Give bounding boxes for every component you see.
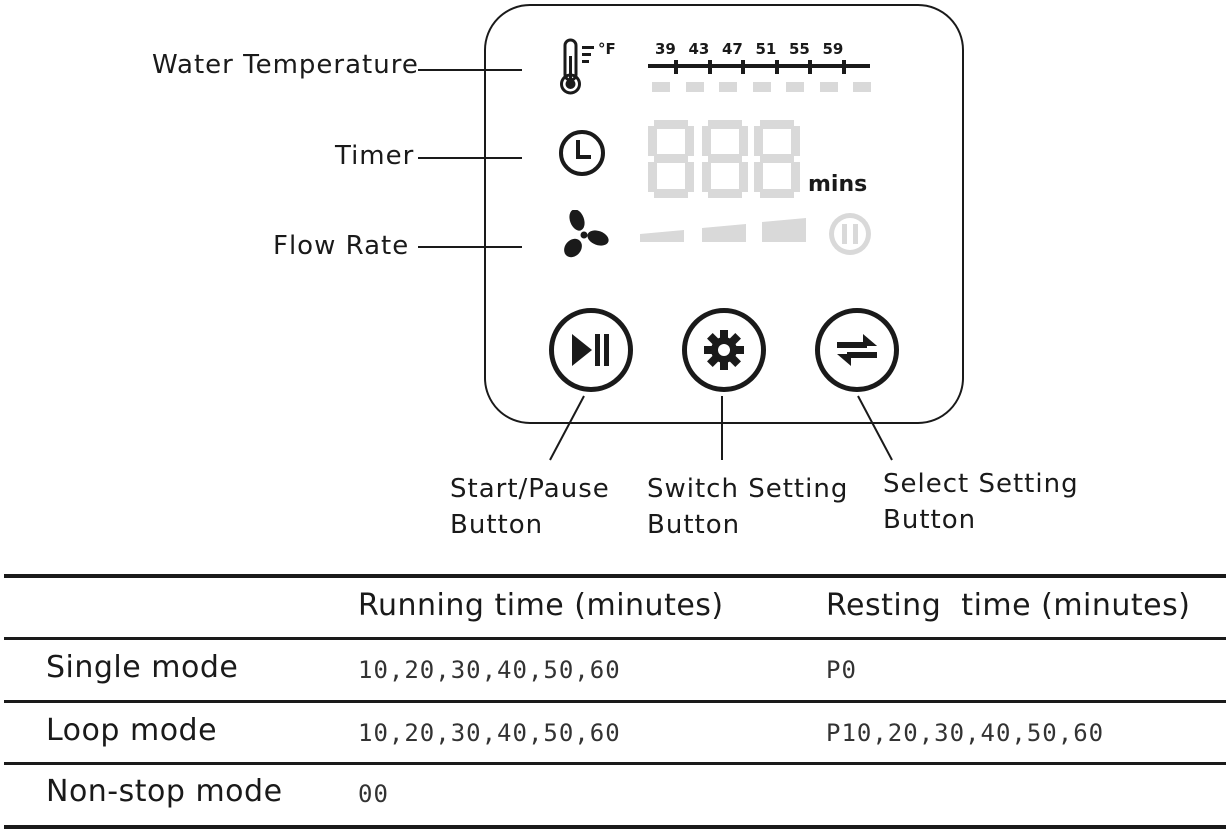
fan-icon	[564, 210, 609, 258]
temp-scale-label: 43	[688, 40, 710, 58]
table-row-rule-2	[4, 762, 1226, 765]
timer-unit: mins	[808, 172, 868, 197]
table-row-rule-1	[4, 700, 1226, 703]
table-header-rule	[4, 637, 1226, 640]
single-running-values: 10,20,30,40,50,60	[358, 656, 621, 684]
temp-scale-tick	[741, 60, 745, 74]
table-top-rule	[4, 574, 1226, 578]
start-pause-label: Start/Pause Button	[450, 471, 610, 543]
thermometer-icon	[560, 38, 594, 95]
temp-unit: °F	[598, 40, 616, 58]
select-setting-button[interactable]	[815, 308, 899, 392]
flow-rate-label: Flow Rate	[273, 231, 410, 261]
water-temperature-leader	[418, 69, 522, 71]
single-resting-values: P0	[826, 656, 857, 684]
start-pause-label-line2: Button	[450, 510, 544, 540]
start-pause-label-line1: Start/Pause	[450, 474, 610, 504]
loop-running-values: 10,20,30,40,50,60	[358, 719, 621, 747]
non-stop-running-values: 00	[358, 780, 389, 808]
temp-scale-label: 51	[755, 40, 777, 58]
temp-level-segment	[652, 82, 670, 92]
button-leaders	[549, 395, 893, 461]
switch-setting-button[interactable]	[682, 308, 766, 392]
temp-scale-tick	[774, 60, 779, 74]
row-non-stop-mode: Non-stop mode	[46, 774, 283, 809]
select-setting-label: Select Setting Button	[883, 466, 1079, 538]
gear-icon	[704, 330, 744, 370]
temp-scale-tick	[674, 60, 678, 74]
loop-resting-values: P10,20,30,40,50,60	[826, 719, 1105, 747]
header-running-time: Running time (minutes)	[358, 588, 724, 623]
temp-level-segment	[685, 82, 704, 92]
temp-scale-tick	[808, 60, 812, 74]
start-pause-button[interactable]	[549, 308, 633, 392]
temp-scale-bar	[648, 64, 870, 68]
temp-level-segment	[853, 82, 871, 92]
row-loop-mode: Loop mode	[46, 713, 218, 748]
timer-label: Timer	[335, 141, 415, 171]
table-bottom-rule	[4, 825, 1226, 829]
temp-level-segment	[819, 82, 838, 92]
play-pause-icon	[572, 334, 609, 366]
flow-rate-bars	[640, 213, 871, 255]
temp-scale-label: 39	[655, 40, 676, 58]
water-temperature-label: Water Temperature	[152, 50, 419, 80]
header-resting-time: Resting time (minutes)	[826, 588, 1191, 623]
switch-setting-label: Switch Setting Button	[647, 471, 848, 543]
temp-level-segment	[786, 82, 804, 92]
switch-setting-label-line2: Button	[647, 510, 741, 540]
switch-setting-label-line1: Switch Setting	[647, 474, 849, 504]
select-setting-label-line1: Select Setting	[883, 469, 1079, 499]
select-setting-label-line2: Button	[883, 505, 977, 535]
swap-arrows-icon	[837, 334, 877, 366]
temp-scale-label: 55	[789, 40, 810, 58]
temp-scale-tick	[707, 60, 712, 74]
temp-level-segment	[719, 82, 737, 92]
temp-scale-tick	[841, 60, 846, 74]
control-panel	[484, 4, 964, 424]
row-single-mode: Single mode	[46, 650, 239, 685]
temp-level-segment	[752, 82, 771, 92]
temp-scale-label: 59	[822, 40, 844, 58]
timer-leader	[418, 157, 522, 159]
clock-icon	[559, 130, 605, 176]
timer-digits	[648, 120, 800, 198]
flow-rate-leader	[418, 246, 522, 248]
temp-scale-label: 47	[722, 40, 743, 58]
